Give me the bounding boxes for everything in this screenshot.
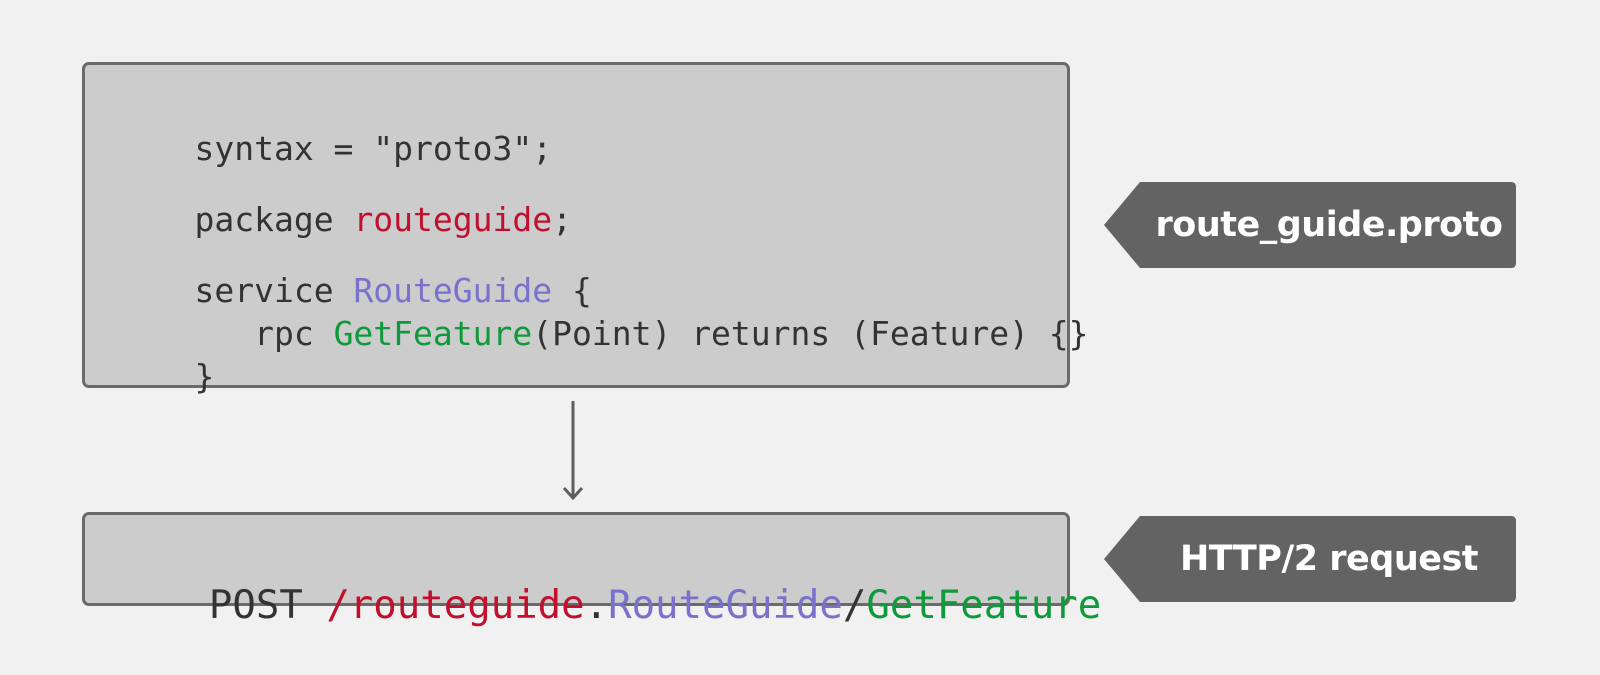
rpc-keyword: rpc	[194, 314, 334, 353]
http-path-method: GetFeature	[866, 583, 1102, 628]
http-request-tag: HTTP/2 request	[1100, 514, 1518, 604]
rpc-line: rpc GetFeature(Point) returns (Feature) …	[115, 274, 1089, 394]
http-path-service: RouteGuide	[608, 583, 843, 628]
tag-arrow-shape	[1104, 182, 1516, 268]
http-request-tag-label: HTTP/2 request	[1179, 539, 1479, 579]
http-path-package: /routeguide	[326, 583, 585, 628]
package-semicolon: ;	[552, 200, 572, 239]
http-path-dot: .	[584, 583, 609, 628]
service-keyword: service	[194, 271, 354, 310]
rpc-method-name: GetFeature	[333, 314, 533, 353]
syntax-line: syntax = "proto3";	[115, 89, 552, 209]
package-name: routeguide	[353, 200, 553, 239]
http-path-slash: /	[842, 583, 867, 628]
service-open-brace: {	[552, 271, 592, 310]
http-request-line: POST /routeguide.RouteGuide/GetFeature	[115, 537, 1101, 675]
package-line: package routeguide;	[115, 160, 572, 280]
service-line: service RouteGuide {	[115, 231, 592, 351]
rpc-signature: (Point) returns (Feature) {}	[532, 314, 1089, 353]
proto-file-tag-label: route_guide.proto	[1155, 205, 1503, 245]
proto-code-block: syntax = "proto3"; package routeguide; s…	[82, 62, 1089, 396]
service-name: RouteGuide	[353, 271, 553, 310]
package-keyword: package	[194, 200, 354, 239]
http-request-block: POST /routeguide.RouteGuide/GetFeature	[82, 512, 1101, 628]
http-method: POST	[208, 583, 327, 628]
tag-arrow-shape	[1104, 516, 1516, 602]
service-close-line: }	[115, 317, 214, 437]
proto-file-tag: route_guide.proto	[1100, 180, 1518, 270]
down-arrow-icon	[562, 401, 584, 501]
service-close-brace: }	[194, 357, 215, 396]
syntax-text: syntax = "proto3";	[194, 129, 553, 168]
